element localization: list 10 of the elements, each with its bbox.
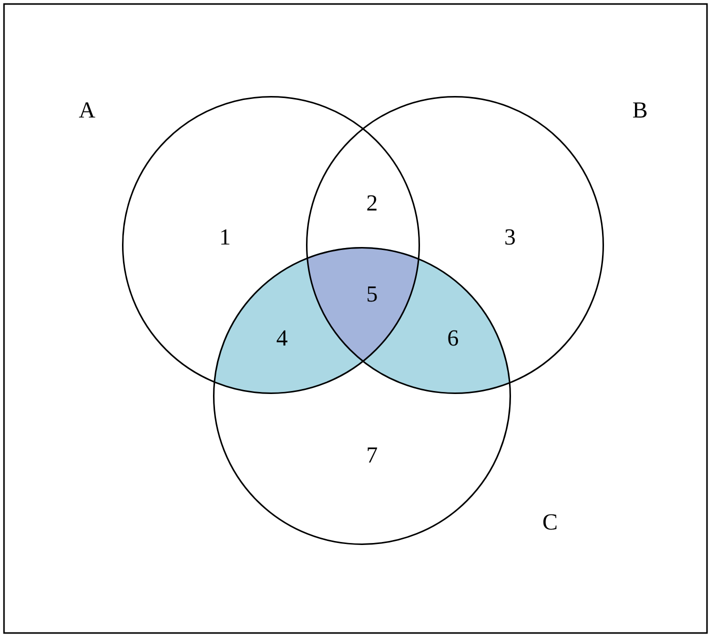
- set-label: C: [542, 510, 558, 534]
- region-number: 2: [366, 192, 378, 214]
- region-number: 3: [504, 226, 516, 248]
- region-number: 7: [366, 444, 378, 466]
- region-number: 6: [447, 326, 459, 350]
- region-number: 1: [219, 226, 231, 248]
- set-label: A: [78, 98, 96, 122]
- set-label: B: [632, 98, 648, 122]
- region-number: 4: [276, 326, 288, 350]
- region-number: 5: [366, 282, 378, 306]
